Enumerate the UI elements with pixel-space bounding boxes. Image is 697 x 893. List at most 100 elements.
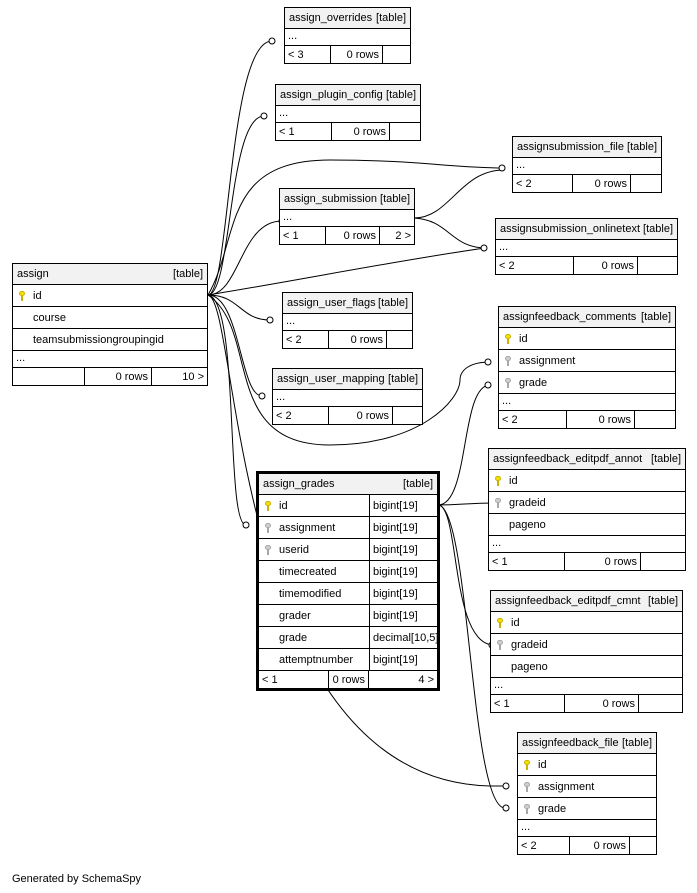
edge-assign-submissionfile <box>207 159 505 296</box>
table-footer: < 1 0 rows <box>276 123 420 140</box>
table-assignfeedback-editpdf-annot[interactable]: assignfeedback_editpdf_annot[table] id g… <box>488 448 686 571</box>
column-type: bigint[19] <box>369 649 437 670</box>
row-count: 0 rows <box>326 227 380 244</box>
parents-count: < 3 <box>285 46 331 63</box>
table-assign-user-flags[interactable]: assign_user_flags[table] ... < 2 0 rows <box>282 292 413 349</box>
table-assign[interactable]: assign[table] id course teamsubmissiongr… <box>12 263 208 386</box>
column-row: attemptnumber bigint[19] <box>259 649 437 671</box>
column-type: bigint[19] <box>369 495 437 516</box>
column-name: timemodified <box>279 587 342 600</box>
table-type: [table] <box>622 737 652 749</box>
edge-end-circle <box>502 804 510 812</box>
column-name: id <box>511 616 520 629</box>
table-footer: < 2 0 rows <box>513 175 661 192</box>
primary-key-icon <box>505 333 511 344</box>
row-count: 0 rows <box>567 411 635 428</box>
table-assignsubmission-file[interactable]: assignsubmission_file[table] ... < 2 0 r… <box>512 136 662 193</box>
table-footer: < 2 0 rows <box>496 257 677 274</box>
foreign-key-icon <box>497 639 503 650</box>
foreign-key-icon <box>505 377 511 388</box>
column-name: attemptnumber <box>279 653 353 666</box>
row-count: 0 rows <box>570 837 630 854</box>
column-row: grade <box>499 372 675 394</box>
column-type: bigint[19] <box>369 605 437 626</box>
table-footer: < 2 0 rows <box>283 331 412 348</box>
column-name: assignment <box>538 780 595 793</box>
column-type: bigint[19] <box>369 583 437 604</box>
children-count <box>387 331 412 348</box>
column-type: bigint[19] <box>369 517 437 538</box>
row-count: 0 rows <box>329 407 393 424</box>
edge-grades-cmnt <box>437 504 495 646</box>
column-row: pageno <box>491 656 682 678</box>
table-name: assignfeedback_editpdf_annot <box>493 453 643 465</box>
table-assign-plugin-config[interactable]: assign_plugin_config[table] ... < 1 0 ro… <box>275 84 421 141</box>
table-type: [table] <box>651 453 681 465</box>
foreign-key-icon <box>524 803 530 814</box>
table-assign-submission[interactable]: assign_submission[table] ... < 1 0 rows … <box>279 188 415 245</box>
more-columns: ... <box>499 394 675 411</box>
table-name: assign_user_mapping <box>277 373 385 385</box>
parents-count: < 2 <box>518 837 570 854</box>
column-row: timemodified bigint[19] <box>259 583 437 605</box>
primary-key-icon <box>497 617 503 628</box>
table-name: assign_plugin_config <box>280 89 383 101</box>
column-name: teamsubmissiongroupingid <box>33 333 164 346</box>
more-columns: ... <box>273 390 422 407</box>
column-row: id <box>491 612 682 634</box>
table-footer: < 2 0 rows <box>518 837 656 854</box>
table-type: [table] <box>627 141 657 153</box>
table-type: [table] <box>403 478 433 490</box>
table-assignsubmission-onlinetext[interactable]: assignsubmission_onlinetext[table] ... <… <box>495 218 678 275</box>
column-type: decimal[10,5] <box>369 627 438 648</box>
row-count: 0 rows <box>329 671 369 688</box>
children-count <box>641 553 685 570</box>
table-assignfeedback-file[interactable]: assignfeedback_file[table] id assignment… <box>517 732 657 855</box>
column-row: id <box>13 285 207 307</box>
table-footer: < 2 0 rows <box>499 411 675 428</box>
primary-key-icon <box>265 500 271 511</box>
table-assignfeedback-editpdf-cmnt[interactable]: assignfeedback_editpdf_cmnt[table] id gr… <box>490 590 683 713</box>
foreign-key-icon <box>505 355 511 366</box>
edge-assign-overrides <box>207 40 273 296</box>
edge-assign-onlinetext <box>207 247 486 296</box>
table-name: assign <box>17 268 49 280</box>
parents-count: < 2 <box>513 175 573 192</box>
table-assign-overrides[interactable]: assign_overrides[table] ... < 3 0 rows <box>284 7 411 64</box>
edge-end-circle <box>258 392 266 400</box>
edge-assign-plugin-config <box>207 115 265 296</box>
more-columns: ... <box>518 820 656 837</box>
edge-assign-submission <box>207 220 283 296</box>
row-count: 0 rows <box>574 257 638 274</box>
edge-grades-annot <box>437 502 495 506</box>
parents-count: < 2 <box>283 331 329 348</box>
edge-end-circle <box>502 782 510 790</box>
table-type: [table] <box>386 89 416 101</box>
children-count: 2 > <box>395 229 411 242</box>
more-columns: ... <box>280 210 414 227</box>
column-name: course <box>33 311 67 324</box>
column-row: gradeid <box>489 492 685 514</box>
column-name: grade <box>519 376 548 389</box>
parents-count: < 2 <box>273 407 329 424</box>
column-name: assignment <box>519 354 576 367</box>
edge-grades-comments <box>437 384 491 506</box>
primary-key-icon <box>495 475 501 486</box>
table-footer: < 1 0 rows <box>489 553 685 570</box>
edge-end-circle <box>480 244 488 252</box>
column-row: pageno <box>489 514 685 536</box>
column-name: pageno <box>509 518 546 531</box>
row-count: 0 rows <box>565 553 641 570</box>
column-row: assignment <box>499 350 675 372</box>
parents-count: < 1 <box>259 671 329 688</box>
table-name: assign_user_flags <box>287 297 376 309</box>
column-row: assignment <box>518 776 656 798</box>
table-assignfeedback-comments[interactable]: assignfeedback_comments[table] id assign… <box>498 306 676 429</box>
table-type: [table] <box>648 595 678 607</box>
table-assign-user-mapping[interactable]: assign_user_mapping[table] ... < 2 0 row… <box>272 368 423 425</box>
children-count: 10 > <box>182 370 204 383</box>
column-name: gradeid <box>509 496 546 509</box>
